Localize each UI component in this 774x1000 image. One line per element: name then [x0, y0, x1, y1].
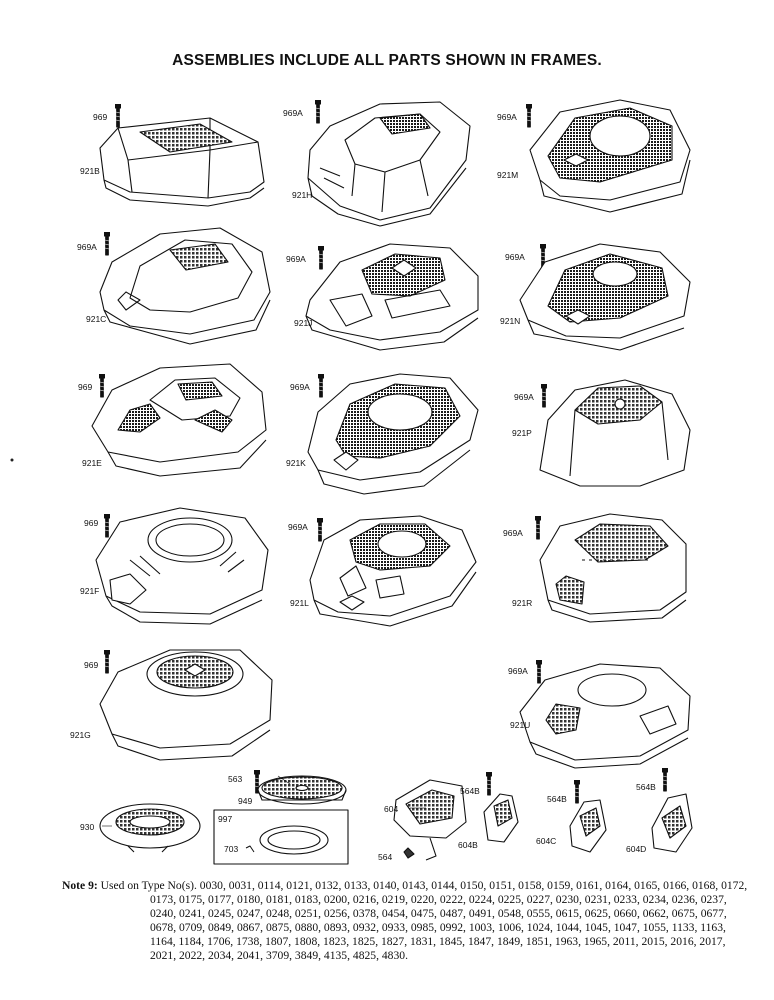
- screw-969A-icon: [318, 374, 324, 398]
- note-lead: Used on Type No(s).: [100, 879, 197, 892]
- label-969A: 969A: [283, 108, 303, 118]
- label-604C: 604C: [536, 836, 556, 846]
- label-564B: 564B: [547, 794, 567, 804]
- assembly-frame-997: [213, 809, 349, 865]
- label-921B: 921B: [80, 166, 100, 176]
- cover-921N: [519, 243, 691, 351]
- cover-921C: [99, 227, 271, 345]
- note-9: Note 9: Used on Type No(s). 0030, 0031, …: [62, 879, 752, 962]
- label-604: 604: [384, 804, 398, 814]
- bracket-604C: [569, 780, 607, 853]
- label-564: 564: [378, 852, 392, 862]
- label-921R: 921R: [512, 598, 532, 608]
- note-heading: Note 9:: [62, 879, 98, 892]
- label-921P: 921P: [512, 428, 532, 438]
- bracket-604D: [651, 768, 693, 853]
- cover-921G: [99, 649, 273, 761]
- cover-921B: [99, 104, 265, 207]
- label-604B: 604B: [458, 840, 478, 850]
- screw-969-icon: [99, 374, 105, 398]
- label-969A: 969A: [503, 528, 523, 538]
- label-564B: 564B: [460, 786, 480, 796]
- screw-564B-icon: [486, 772, 492, 796]
- label-921J: 921J: [294, 318, 312, 328]
- label-969: 969: [84, 660, 98, 670]
- label-921K: 921K: [286, 458, 306, 468]
- screw-969-icon: [115, 104, 121, 128]
- screw-969A-icon: [318, 246, 324, 270]
- label-949: 949: [238, 796, 252, 806]
- label-604D: 604D: [626, 844, 646, 854]
- label-969: 969: [78, 382, 92, 392]
- cover-921M: [526, 99, 691, 213]
- screw-969A-icon: [317, 518, 323, 542]
- label-969A: 969A: [286, 254, 306, 264]
- label-969A: 969A: [77, 242, 97, 252]
- cover-921P: [539, 379, 691, 487]
- label-921M: 921M: [497, 170, 518, 180]
- screw-969A-icon: [536, 660, 542, 684]
- margin-dot: [10, 458, 14, 462]
- label-563: 563: [228, 774, 242, 784]
- bracket-604B: [483, 772, 519, 843]
- note-type-list: 0030, 0031, 0114, 0121, 0132, 0133, 0140…: [150, 879, 748, 962]
- label-969A: 969A: [508, 666, 528, 676]
- screw-969-icon: [104, 514, 110, 538]
- label-969A: 969A: [514, 392, 534, 402]
- label-969A: 969A: [497, 112, 517, 122]
- label-997: 997: [218, 814, 232, 824]
- label-703: 703: [224, 844, 238, 854]
- part-labels: 969 921B 969A 921H 969A 921M 969A 921C 9…: [70, 108, 656, 862]
- label-969A: 969A: [505, 252, 525, 262]
- label-921N: 921N: [500, 316, 520, 326]
- cover-921U: [519, 660, 691, 769]
- label-921F: 921F: [80, 586, 99, 596]
- cover-921J: [305, 243, 479, 351]
- page-title: ASSEMBLIES INCLUDE ALL PARTS SHOWN IN FR…: [172, 52, 602, 69]
- label-969A: 969A: [288, 522, 308, 532]
- air-filter-group: [99, 770, 349, 865]
- label-921U: 921U: [510, 720, 530, 730]
- screw-969A-icon: [541, 384, 547, 408]
- cover-921F: [95, 507, 269, 625]
- cover-921H: [307, 100, 471, 227]
- screw-969A-icon: [535, 516, 541, 540]
- screw-969A-icon: [315, 100, 321, 124]
- label-921L: 921L: [290, 598, 309, 608]
- screw-969A-icon: [526, 104, 532, 128]
- cover-921R: [535, 513, 687, 623]
- label-921H: 921H: [292, 190, 312, 200]
- screw-969-icon: [104, 650, 110, 674]
- label-921E: 921E: [82, 458, 102, 468]
- label-930: 930: [80, 822, 94, 832]
- label-921C: 921C: [86, 314, 106, 324]
- screw-564-icon: [403, 847, 415, 859]
- label-921G: 921G: [70, 730, 91, 740]
- bracket-604: [393, 779, 467, 861]
- screw-564B-icon: [662, 768, 668, 792]
- note-body: Note 9: Used on Type No(s). 0030, 0031, …: [62, 879, 752, 962]
- label-969: 969: [93, 112, 107, 122]
- cover-921L: [309, 515, 477, 627]
- label-969: 969: [84, 518, 98, 528]
- screw-969A-icon: [104, 232, 110, 256]
- screw-564B-icon: [574, 780, 580, 804]
- label-564B: 564B: [636, 782, 656, 792]
- cover-921E: [91, 363, 267, 477]
- cover-921K: [307, 373, 479, 495]
- label-969A: 969A: [290, 382, 310, 392]
